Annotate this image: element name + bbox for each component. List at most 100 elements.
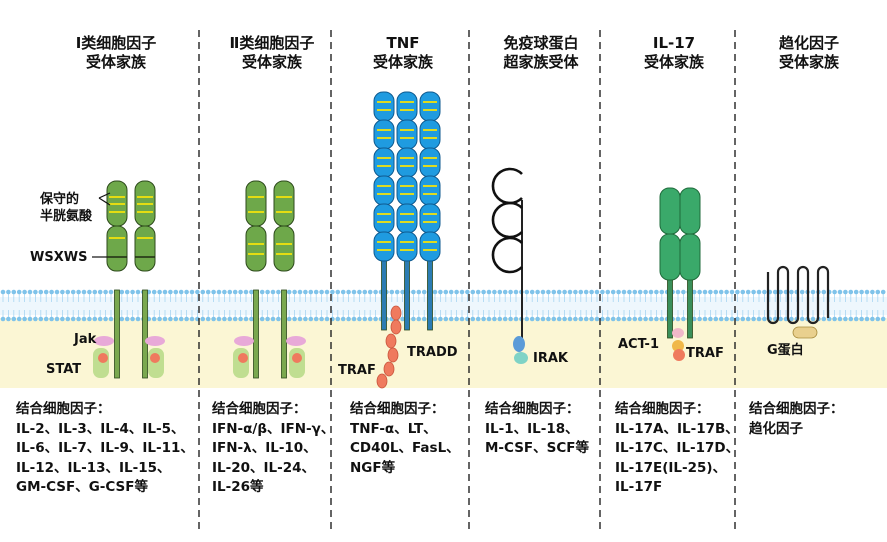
lipid-head — [276, 316, 281, 322]
lipid-head — [810, 316, 816, 322]
lipid-head — [238, 289, 243, 295]
lipid-head — [324, 316, 330, 322]
lipid-head — [178, 289, 184, 295]
lipid-head — [594, 289, 600, 295]
lipid-head — [546, 289, 551, 295]
stat-protein — [148, 348, 164, 378]
lipid-head — [529, 289, 535, 295]
receptor-stem — [404, 259, 410, 331]
tradd-label: TRADD — [407, 345, 458, 360]
lipid-head — [832, 316, 837, 322]
lipid-head — [76, 316, 81, 322]
stat-protein — [93, 348, 109, 378]
lipid-head — [486, 316, 492, 322]
lipid-head — [713, 316, 719, 322]
receptor-stem — [281, 289, 287, 379]
il17-receptor-domain — [679, 233, 701, 281]
lipid-head — [454, 289, 459, 295]
lipid-head — [70, 289, 76, 295]
lipid-head — [438, 316, 443, 322]
lipid-head — [205, 289, 211, 295]
lipid-head — [524, 316, 530, 322]
lipid-head — [843, 316, 848, 322]
ligands-class1: 结合细胞因子：IL-2、IL-3、IL-4、IL-5、 IL-6、IL-7、IL… — [16, 401, 194, 495]
wsxws-label: WSXWS — [30, 250, 88, 265]
lipid-head — [875, 289, 881, 295]
lipid-head — [853, 316, 859, 322]
lipid-head — [859, 316, 864, 322]
tnf-receptor-domain — [373, 203, 395, 234]
lipid-head — [81, 289, 87, 295]
lipid-head — [632, 316, 638, 322]
lipid-head — [184, 316, 189, 322]
lipid-head — [789, 316, 794, 322]
receptor-stem — [381, 259, 387, 331]
lipid-head — [799, 289, 805, 295]
tnf-receptor-domain — [419, 147, 441, 178]
adaptor-protein — [385, 333, 397, 349]
lipid-head — [65, 316, 71, 322]
lipid-head — [162, 316, 168, 322]
lipid-head — [492, 289, 497, 295]
lipid-head — [232, 316, 238, 322]
lipid-head — [573, 316, 578, 322]
lipid-head — [297, 316, 303, 322]
cell-membrane — [0, 289, 887, 322]
lipid-head — [729, 289, 735, 295]
adaptor-protein — [383, 361, 395, 377]
lipid-head — [508, 289, 513, 295]
lipid-head — [357, 316, 362, 322]
lipid-head — [135, 316, 141, 322]
ig-superfamily-receptor — [491, 167, 528, 364]
lipid-head — [513, 316, 519, 322]
lipid-head — [119, 316, 125, 322]
tnf-receptor-domain — [396, 175, 418, 206]
ig-domain-loop — [491, 201, 523, 239]
lipid-head — [16, 316, 22, 322]
lipid-head — [351, 316, 357, 322]
lipid-head — [60, 316, 65, 322]
lipid-head — [367, 289, 373, 295]
lipid-head — [162, 289, 168, 295]
lipid-head — [718, 289, 724, 295]
lipid-head — [864, 289, 870, 295]
tnf-receptor-domain — [396, 91, 418, 122]
lipid-head — [535, 316, 540, 322]
lipid-head — [211, 316, 216, 322]
lipid-head — [243, 289, 249, 295]
lipid-head — [292, 316, 297, 322]
adaptor-protein — [390, 319, 402, 335]
lipid-head — [265, 289, 270, 295]
act1-label: ACT-1 — [618, 337, 659, 352]
stat-label: STAT — [46, 362, 82, 377]
il17-receptor — [659, 187, 701, 361]
irak-label: IRAK — [533, 351, 568, 366]
lipid-head — [49, 316, 54, 322]
receptor-stem — [687, 279, 693, 339]
lipid-head — [605, 316, 611, 322]
lipid-head — [265, 316, 270, 322]
lipid-head — [799, 316, 805, 322]
lipid-head — [627, 316, 632, 322]
lipid-head — [470, 289, 476, 295]
lipid-head — [735, 316, 740, 322]
lipid-head — [54, 289, 60, 295]
lipid-head — [421, 316, 427, 322]
lipid-head — [130, 289, 135, 295]
lipid-head — [475, 289, 481, 295]
lipid-head — [124, 289, 130, 295]
lipid-head — [168, 316, 173, 322]
lipid-head — [238, 316, 243, 322]
lipid-head — [508, 316, 513, 322]
lipid-head — [421, 289, 427, 295]
lipid-head — [54, 316, 60, 322]
lipid-head — [286, 289, 292, 295]
lipid-head — [697, 289, 702, 295]
tnf-receptor-domain — [419, 203, 441, 234]
lipid-head — [232, 289, 238, 295]
lipid-head — [92, 316, 98, 322]
lipid-head — [502, 316, 508, 322]
lipid-head — [832, 289, 837, 295]
conserved-cysteine-label: 保守的半胱氨酸 — [40, 192, 93, 224]
